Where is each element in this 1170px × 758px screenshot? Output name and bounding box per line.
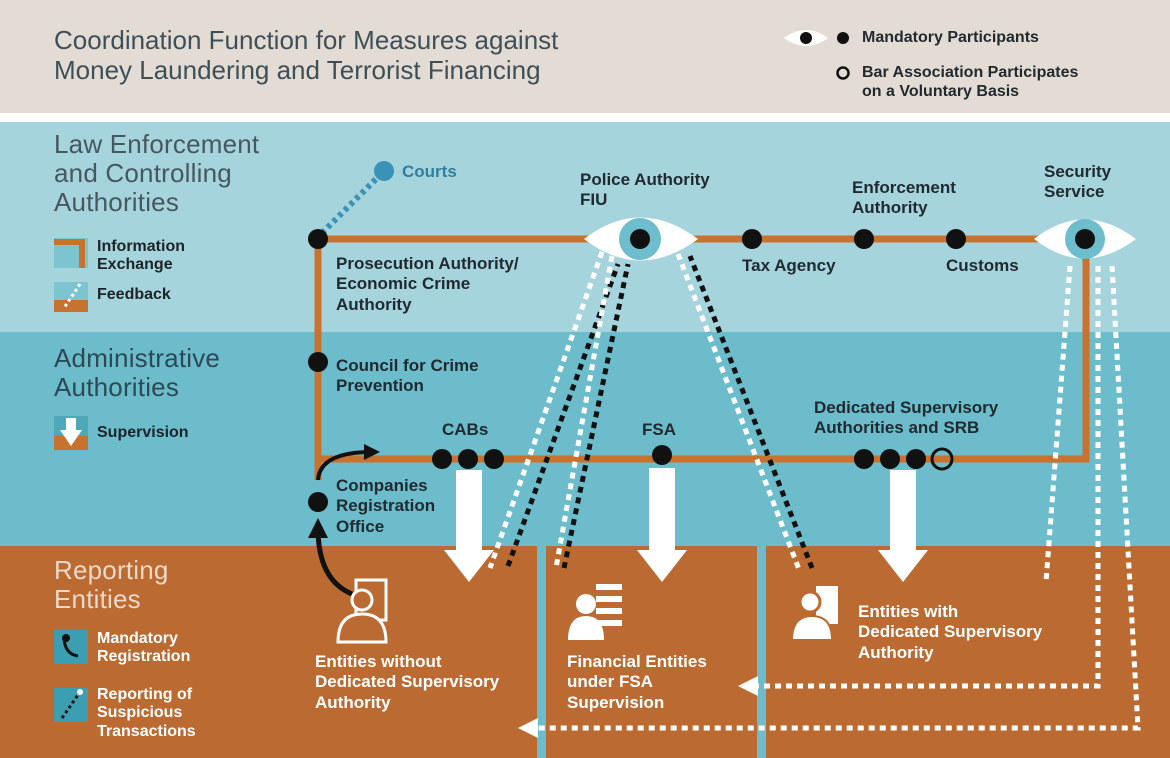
customs-node: [946, 229, 966, 249]
legend-reporting-suspicious: Reporting of Suspicious Transactions: [97, 686, 196, 740]
financial-entities-label: Financial Entities under FSA Supervision: [567, 652, 707, 712]
prosecution-label: Prosecution Authority/ Economic Crime Au…: [336, 254, 519, 314]
tax-agency-label: Tax Agency: [742, 256, 836, 275]
dsa-node-voluntary: [930, 447, 954, 471]
prosecution-node: [308, 229, 328, 249]
enforcement-authority-label: Enforcement Authority: [852, 178, 956, 218]
administrative-band: [0, 332, 1170, 546]
page-title: Coordination Function for Measures again…: [54, 25, 559, 85]
cab-node-2: [458, 449, 478, 469]
information-exchange-icon: [54, 238, 88, 268]
council-label: Council for Crime Prevention: [336, 356, 479, 396]
legend-information-exchange: Information Exchange: [97, 238, 185, 274]
header-eye-icon: [784, 30, 828, 46]
courts-label: Courts: [402, 162, 457, 181]
supervision-arrow-cabs: [444, 470, 494, 582]
entities-without-supervisory-label: Entities without Dedicated Supervisory A…: [315, 652, 500, 712]
fsa-node: [652, 445, 672, 465]
reporting-divider-1: [537, 546, 546, 758]
section-title-reporting: Reporting Entities: [54, 555, 169, 615]
registration-arrow-to-cabs: [316, 444, 380, 481]
courts-node: [374, 161, 394, 181]
courts-feedback-line: [319, 174, 381, 236]
header-mandatory-dot: [837, 32, 849, 44]
customs-label: Customs: [946, 256, 1019, 275]
section-title-law-enforcement: Law Enforcement and Controlling Authorit…: [54, 129, 260, 218]
registration-arrow-to-office: [308, 518, 354, 597]
header-band: [0, 0, 1170, 113]
security-service-label: Security Service: [1044, 162, 1112, 202]
legend-feedback: Feedback: [97, 286, 171, 303]
enforcement-node: [854, 229, 874, 249]
feedback-line-2: [553, 255, 615, 569]
financial-entity-icon: [568, 584, 622, 640]
header-voluntary-dot: [836, 66, 850, 80]
admin-exchange-line: [318, 251, 1090, 463]
feedback-line-security-1: [1043, 265, 1073, 583]
dedicated-supervisory-label: Dedicated Supervisory Authorities and SR…: [814, 398, 999, 438]
supervision-icon: [54, 416, 88, 450]
report-line-3: [687, 255, 815, 569]
feedback-icon: [54, 282, 88, 312]
dsa-node-1: [854, 449, 874, 469]
police-fiu-eye-icon: [584, 217, 698, 261]
entity-with-supervision-icon: [790, 586, 838, 641]
feedback-line-security-3: [518, 265, 1141, 738]
supervision-arrow-dsa: [878, 470, 928, 582]
feedback-line-security-2: [738, 266, 1101, 696]
mandatory-registration-icon: [54, 630, 88, 664]
companies-node: [308, 492, 328, 512]
legend-mandatory-registration: Mandatory Registration: [97, 630, 191, 666]
feedback-line-3: [675, 253, 803, 573]
fsa-label: FSA: [642, 420, 676, 439]
supervision-arrow-fsa: [637, 468, 687, 582]
cab-node-3: [484, 449, 504, 469]
reporting-divider-2: [757, 546, 766, 758]
dsa-node-2: [880, 449, 900, 469]
legend-supervision: Supervision: [97, 424, 189, 441]
reporting-suspicious-icon: [54, 688, 88, 722]
legend-mandatory-label: Mandatory Participants: [862, 29, 1039, 46]
security-service-eye-icon: [1034, 219, 1136, 259]
companies-registration-label: Companies Registration Office: [336, 476, 436, 536]
police-fiu-label: Police Authority FIU: [580, 170, 710, 210]
report-line-2: [561, 263, 631, 569]
dsa-node-3: [906, 449, 926, 469]
tax-agency-node: [742, 229, 762, 249]
cab-node-1: [432, 449, 452, 469]
reporting-band: [0, 546, 1170, 758]
section-title-administrative: Administrative Authorities: [54, 343, 221, 403]
entities-with-supervisory-label: Entities with Dedicated Supervisory Auth…: [858, 602, 1043, 662]
entity-without-supervision-icon: [336, 578, 388, 644]
cabs-label: CABs: [442, 420, 489, 439]
legend-voluntary-label: Bar Association Participates on a Volunt…: [862, 64, 1079, 101]
feedback-line-1: [487, 251, 605, 569]
council-node: [308, 352, 328, 372]
